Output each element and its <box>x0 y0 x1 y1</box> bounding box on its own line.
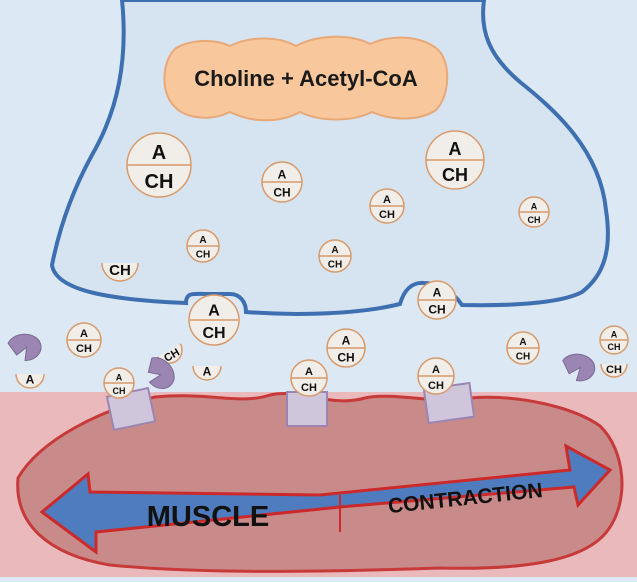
enzyme-icon <box>562 353 596 382</box>
molecule-top-label: A <box>278 167 287 181</box>
acetate-fragment-icon: A <box>192 365 222 381</box>
fragment-label: CH <box>109 262 131 279</box>
acetylcholine-fragments: CH CH CH A A <box>15 262 628 389</box>
acetylcholine-molecule-icon: A CH <box>103 367 135 399</box>
molecule-bottom-label: CH <box>442 165 468 185</box>
choline-fragment-icon: CH <box>101 262 139 282</box>
acetylcholine-molecule-icon: A CH <box>188 294 240 346</box>
enzyme-icon <box>7 333 42 362</box>
fragment-label: A <box>26 373 35 387</box>
molecule-top-label: A <box>152 142 166 164</box>
molecule-top-label: A <box>116 372 123 382</box>
acetylcholine-molecule-icon: A CH <box>66 322 102 358</box>
molecule-top-label: A <box>531 201 538 211</box>
acetylcholine-molecule-icon: A CH <box>518 196 550 228</box>
muscle-fiber <box>16 392 624 573</box>
molecule-top-label: A <box>433 286 442 300</box>
enzyme-icon <box>147 357 175 390</box>
molecule-top-label: A <box>331 245 338 256</box>
acetate-fragment-icon: A <box>15 373 45 389</box>
fragment-label: A <box>203 365 212 379</box>
molecule-bottom-label: CH <box>145 171 174 193</box>
molecule-bottom-label: CH <box>328 260 342 271</box>
acetylcholine-molecule-icon: A CH <box>599 325 629 355</box>
molecule-bottom-label: CH <box>528 215 541 225</box>
molecule-bottom-label: CH <box>202 325 225 342</box>
molecule-top-label: A <box>305 366 313 378</box>
acetylcholine-molecule-icon: A CH <box>318 239 352 273</box>
acetylcholine-molecule-icon: A CH <box>417 357 455 395</box>
molecule-top-label: A <box>199 235 206 246</box>
molecule-top-label: A <box>519 337 526 348</box>
acetylcholine-molecule-icon: A CH <box>290 359 328 397</box>
molecule-top-label: A <box>80 328 88 340</box>
molecule-top-label: A <box>449 139 462 159</box>
molecule-bottom-label: CH <box>516 352 530 363</box>
molecule-bottom-label: CH <box>428 303 445 317</box>
muscle-contraction-arrow <box>39 443 613 555</box>
molecule-bottom-label: CH <box>608 342 621 352</box>
molecule-top-label: A <box>208 303 220 320</box>
molecule-bottom-label: CH <box>113 386 126 396</box>
synthesis-label: Choline + Acetyl-CoA <box>194 66 418 91</box>
molecule-bottom-label: CH <box>337 351 354 365</box>
acetylcholine-molecule-icon: A CH <box>326 328 366 368</box>
choline-fragment-icon: CH <box>600 363 628 378</box>
molecule-top-label: A <box>611 329 618 339</box>
molecule-top-label: A <box>342 334 351 348</box>
acetylcholine-molecule-icon: A CH <box>369 188 405 224</box>
molecule-bottom-label: CH <box>379 209 395 221</box>
acetylcholinesterase-enzymes <box>7 333 596 390</box>
acetylcholine-molecule-icon: A CH <box>261 161 303 203</box>
choline-fragment-icon: CH <box>157 343 183 365</box>
acetylcholine-molecule-icon: A CH <box>186 229 220 263</box>
receptor-icon <box>286 391 328 427</box>
molecule-bottom-label: CH <box>76 343 92 355</box>
acetylcholine-molecule-icon: A CH <box>425 130 485 190</box>
molecule-bottom-label: CH <box>428 380 444 392</box>
acetylcholine-molecule-icon: A CH <box>417 280 457 320</box>
arrow-left-text: MUSCLE <box>147 501 269 533</box>
synthesis-bubble <box>163 35 449 122</box>
acetylcholine-molecule-icon: A CH <box>506 331 540 365</box>
fragment-label: CH <box>606 364 622 376</box>
molecule-top-label: A <box>383 194 391 206</box>
molecule-bottom-label: CH <box>273 185 290 199</box>
molecule-bottom-label: CH <box>301 382 317 394</box>
molecule-top-label: A <box>432 364 440 376</box>
acetylcholine-molecule-icon: A CH <box>126 132 192 198</box>
molecule-bottom-label: CH <box>196 250 210 261</box>
